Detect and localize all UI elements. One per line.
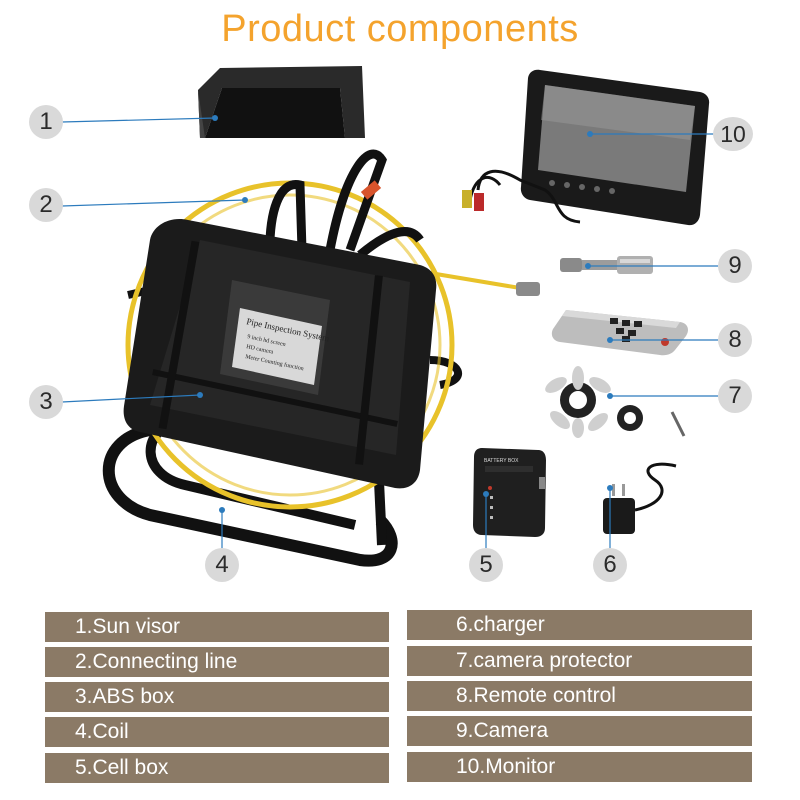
leader-lines [61,117,718,548]
screwdriver-image [670,411,686,437]
cell-box-image [473,448,546,537]
callout-7: 7 [718,379,752,413]
camera-protector-image [545,366,611,438]
protector-ring-image [617,405,643,431]
legend-item-sun-visor: 1.Sun visor [45,612,389,642]
callout-4: 4 [205,548,239,582]
legend-item-coil: 4.Coil [45,717,389,747]
monitor-image [520,69,710,226]
camera-image [560,256,653,274]
rca-plug-red-image [474,193,484,211]
legend-item-connecting-line: 2.Connecting line [45,647,389,677]
legend-item-camera-protector: 7.camera protector [407,646,752,676]
charger-image [603,462,677,534]
legend-item-cell-box: 5.Cell box [45,753,389,783]
legend-item-monitor: 10.Monitor [407,752,752,782]
callout-10: 10 [713,117,753,151]
legend-item-remote-control: 8.Remote control [407,681,752,711]
remote-control-image [551,310,688,356]
callout-8: 8 [718,323,752,357]
sun-visor-image [198,66,365,138]
legend-item-camera: 9.Camera [407,716,752,746]
cable-tip-image [516,282,540,296]
callout-9: 9 [718,249,752,283]
case-label-line-3: HD camera [246,344,274,356]
page-title: Product components [221,8,579,50]
battery-box-label: BATTERY BOX [484,458,519,464]
callout-3: 3 [29,385,63,419]
callout-1: 1 [29,105,63,139]
callout-2: 2 [29,188,63,222]
leader-dots [197,115,613,513]
callout-6: 6 [593,548,627,582]
legend-item-charger: 6.charger [407,610,752,640]
rca-plug-yellow-image [462,190,472,208]
cable-connector-image [360,180,382,200]
legend-item-abs-box: 3.ABS box [45,682,389,712]
callout-5: 5 [469,548,503,582]
abs-box-image [123,219,437,489]
